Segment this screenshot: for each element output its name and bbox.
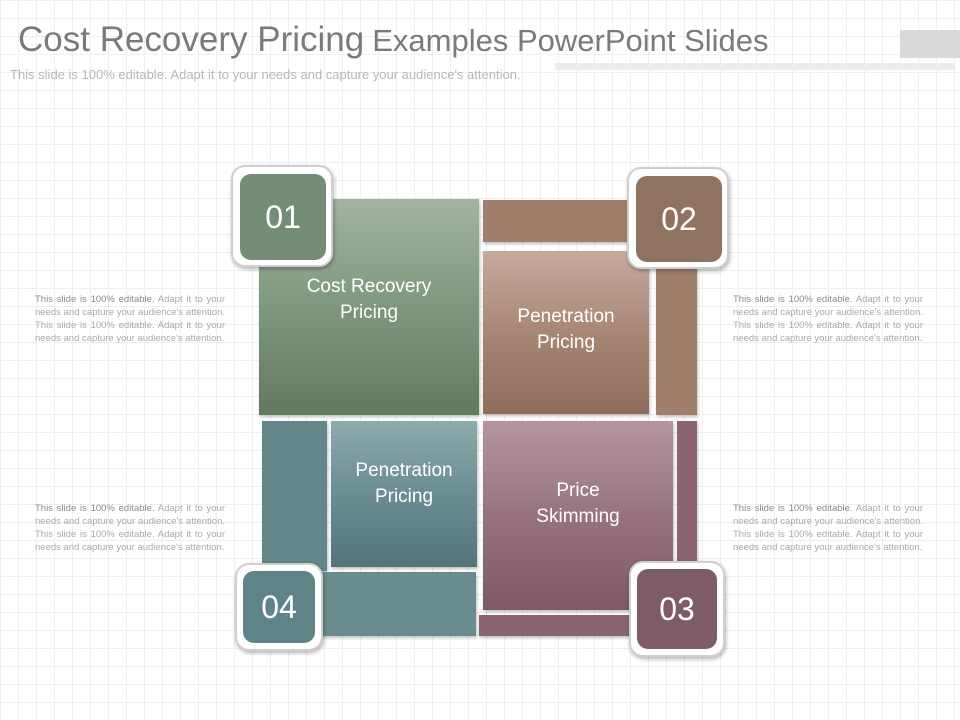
quadrant-04-block: Penetration Pricing [331,421,477,567]
badge-03: 03 [637,569,717,649]
quadrant-04-bottom-strip [300,572,476,636]
badge-01-frame: 01 [231,165,333,267]
quadrant-04-left-strip [262,421,327,571]
badge-04: 04 [243,571,315,643]
badge-04-frame: 04 [235,563,323,651]
quadrant-01-label: Cost Recovery Pricing [306,276,432,323]
description-body: Adapt it to your needs and capture your … [35,503,225,553]
title-accent-bar [900,30,960,58]
description-top-left: This slide is 100% editable. Adapt it to… [35,293,225,345]
description-bottom-right: This slide is 100% editable. Adapt it to… [733,502,923,554]
quadrant-02-label: Penetration Pricing [517,305,615,353]
quadrant-03-block: Price Skimming [483,421,673,610]
badge-02: 02 [636,176,722,262]
title-divider [555,63,955,70]
description-lead: This slide is 100% editable. [733,503,853,514]
page-subtitle: This slide is 100% editable. Adapt it to… [10,67,521,82]
quadrant-02-block: Penetration Pricing [483,251,649,414]
quadrant-03-bottom-strip [479,615,639,636]
description-lead: This slide is 100% editable. [733,294,853,305]
quadrant-02-top-strip [483,200,628,242]
title-secondary: Examples PowerPoint Slides [372,23,769,58]
description-lead: This slide is 100% editable. [35,503,155,514]
badge-02-frame: 02 [627,167,729,269]
description-body: Adapt it to your needs and capture your … [733,503,923,553]
quadrant-04-label: Penetration Pricing [355,460,453,507]
quadrant-02-right-strip [656,253,697,415]
description-bottom-left: This slide is 100% editable. Adapt it to… [35,502,225,554]
description-lead: This slide is 100% editable. [35,294,155,305]
quadrant-03-right-strip [677,421,697,571]
badge-03-frame: 03 [629,561,725,657]
quadrant-03-label: Price Skimming [536,479,620,527]
description-body: Adapt it to your needs and capture your … [733,294,923,344]
badge-01: 01 [240,174,326,260]
description-top-right: This slide is 100% editable. Adapt it to… [733,293,923,345]
description-body: Adapt it to your needs and capture your … [35,294,225,344]
title-primary: Cost Recovery Pricing [18,20,365,59]
